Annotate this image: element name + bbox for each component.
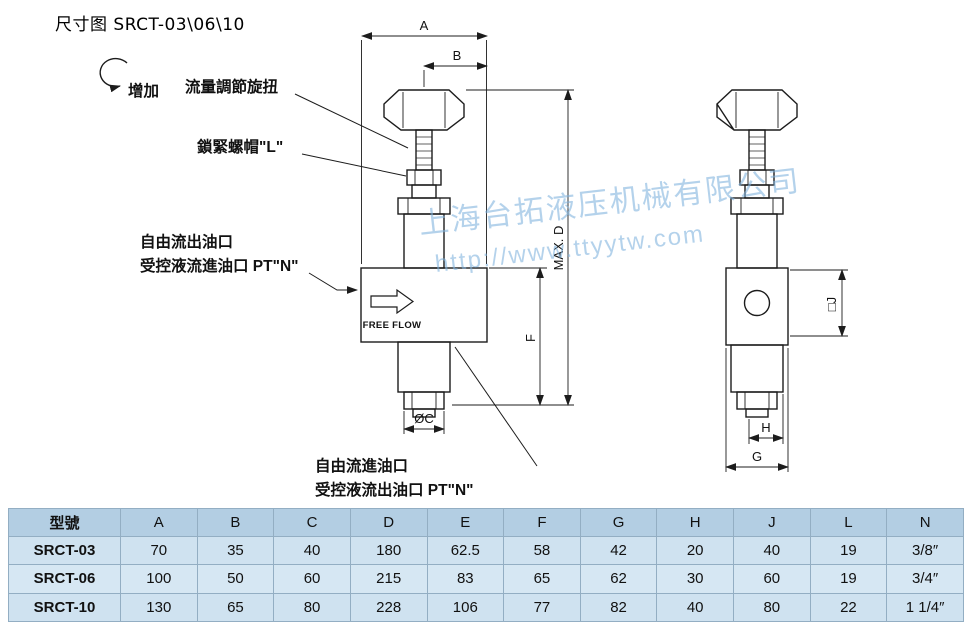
watermark-company: 上海台拓液压机械有限公司 [417, 165, 802, 241]
table-cell: 83 [426, 564, 505, 594]
table-cell: 22 [809, 592, 888, 623]
dim-label-max-d: MAX. D [551, 226, 566, 271]
leader-lines [99, 57, 538, 467]
col-header-n: N [886, 508, 964, 537]
col-header-d: D [349, 508, 428, 537]
col-header-b: B [196, 508, 275, 537]
right-valve-stem [748, 129, 766, 171]
table-cell: 62 [579, 564, 658, 594]
left-valve-bottom-hex [403, 391, 445, 410]
table-cell: 70 [120, 535, 198, 566]
table-cell: 30 [656, 564, 734, 594]
callout-controlled-flow-out-port: 受控液流出油口 PT"N" [315, 480, 474, 499]
table-cell: 40 [733, 535, 811, 566]
table-row-srct-10: SRCT-10 130 65 80 228 106 77 82 40 80 22… [8, 592, 964, 623]
free-flow-arrow-icon [370, 288, 415, 315]
free-flow-label: FREE FLOW [363, 320, 422, 331]
table-cell: 65 [503, 564, 581, 594]
col-header-model: 型號 [8, 508, 121, 537]
right-valve-neck [736, 213, 778, 269]
left-valve-lower-body [397, 341, 451, 393]
table-cell: 58 [503, 535, 581, 566]
left-valve-knob [383, 89, 465, 131]
table-cell-model: SRCT-10 [8, 592, 121, 623]
callout-free-flow-out-port: 自由流出油口 [140, 232, 233, 251]
table-row-srct-06: SRCT-06 100 50 60 215 83 65 62 30 60 19 … [8, 564, 964, 594]
table-cell: 42 [579, 535, 658, 566]
col-header-c: C [273, 508, 351, 537]
table-cell: 20 [656, 535, 734, 566]
dim-label-f: F [523, 334, 538, 342]
table-cell: 60 [273, 564, 351, 594]
callout-controlled-flow-in-port: 受控液流進油口 PT"N" [140, 256, 299, 275]
table-cell: 50 [196, 564, 275, 594]
table-cell: 228 [349, 592, 428, 623]
dimension-lines [361, 32, 846, 471]
col-header-l: L [809, 508, 888, 537]
table-cell: 3/8″ [886, 535, 964, 566]
table-cell: 80 [733, 592, 811, 623]
dim-label-h: H [761, 420, 770, 435]
table-cell: 62.5 [426, 535, 505, 566]
col-header-a: A [120, 508, 198, 537]
dimension-table: 型號 A B C D E F G H J L N SRCT-03 70 [8, 508, 964, 623]
table-cell-model: SRCT-03 [8, 535, 121, 566]
dimension-drawing: A B MAX. D F ØC □J H G 增加 流量調節旋扭 鎖緊螺帽"L"… [99, 18, 848, 499]
table-cell: 80 [273, 592, 351, 623]
table-cell: 40 [656, 592, 734, 623]
table-cell: 180 [349, 535, 428, 566]
left-valve-bottom-port [412, 408, 436, 418]
dim-label-b: B [453, 48, 462, 63]
side-port-circle [743, 289, 771, 317]
table-cell: 100 [120, 564, 198, 594]
table-cell: 77 [503, 592, 581, 623]
page-title: 尺寸图 SRCT-03\06\10 [55, 15, 245, 35]
dim-label-a: A [420, 18, 429, 33]
increase-rotation-arrow-icon [99, 57, 128, 93]
inlet-arrow-leader [308, 272, 358, 294]
right-valve-bottom-hex [736, 391, 778, 410]
left-valve-collar [411, 184, 437, 199]
col-header-h: H [656, 508, 734, 537]
callout-lock-nut: 鎖緊螺帽"L" [197, 137, 283, 156]
right-valve-body [725, 267, 789, 346]
left-valve-stem [415, 129, 433, 171]
table-cell: 40 [273, 535, 351, 566]
callout-free-flow-in-port: 自由流進油口 [315, 456, 408, 475]
outlet-leader [454, 346, 538, 467]
table-cell: 60 [733, 564, 811, 594]
table-row-srct-03: SRCT-03 70 35 40 180 62.5 58 42 20 40 19… [8, 535, 964, 566]
table-cell: 215 [349, 564, 428, 594]
dim-label-square-j: □J [824, 297, 839, 311]
dim-label-g: G [752, 449, 762, 464]
table-header-row: 型號 A B C D E F G H J L N [8, 508, 964, 537]
col-header-e: E [426, 508, 505, 537]
dim-label-phi-c: ØC [414, 411, 434, 426]
right-valve-bottom-port [745, 408, 769, 418]
left-valve-lock-nut [406, 169, 442, 186]
table-cell-model: SRCT-06 [8, 564, 121, 594]
col-header-g: G [579, 508, 658, 537]
col-header-j: J [733, 508, 811, 537]
table-cell: 19 [809, 564, 888, 594]
right-valve-knob [716, 89, 798, 131]
table-cell: 3/4″ [886, 564, 964, 594]
callout-increase: 增加 [128, 81, 159, 100]
table-cell: 106 [426, 592, 505, 623]
table-cell: 65 [196, 592, 275, 623]
table-cell: 82 [579, 592, 658, 623]
table-cell: 19 [809, 535, 888, 566]
table-cell: 35 [196, 535, 275, 566]
col-header-f: F [503, 508, 581, 537]
callout-flow-knob: 流量調節旋扭 [185, 77, 279, 96]
right-valve-lower-body [730, 344, 784, 393]
table-cell: 130 [120, 592, 198, 623]
table-cell: 1 1/4″ [886, 592, 964, 623]
